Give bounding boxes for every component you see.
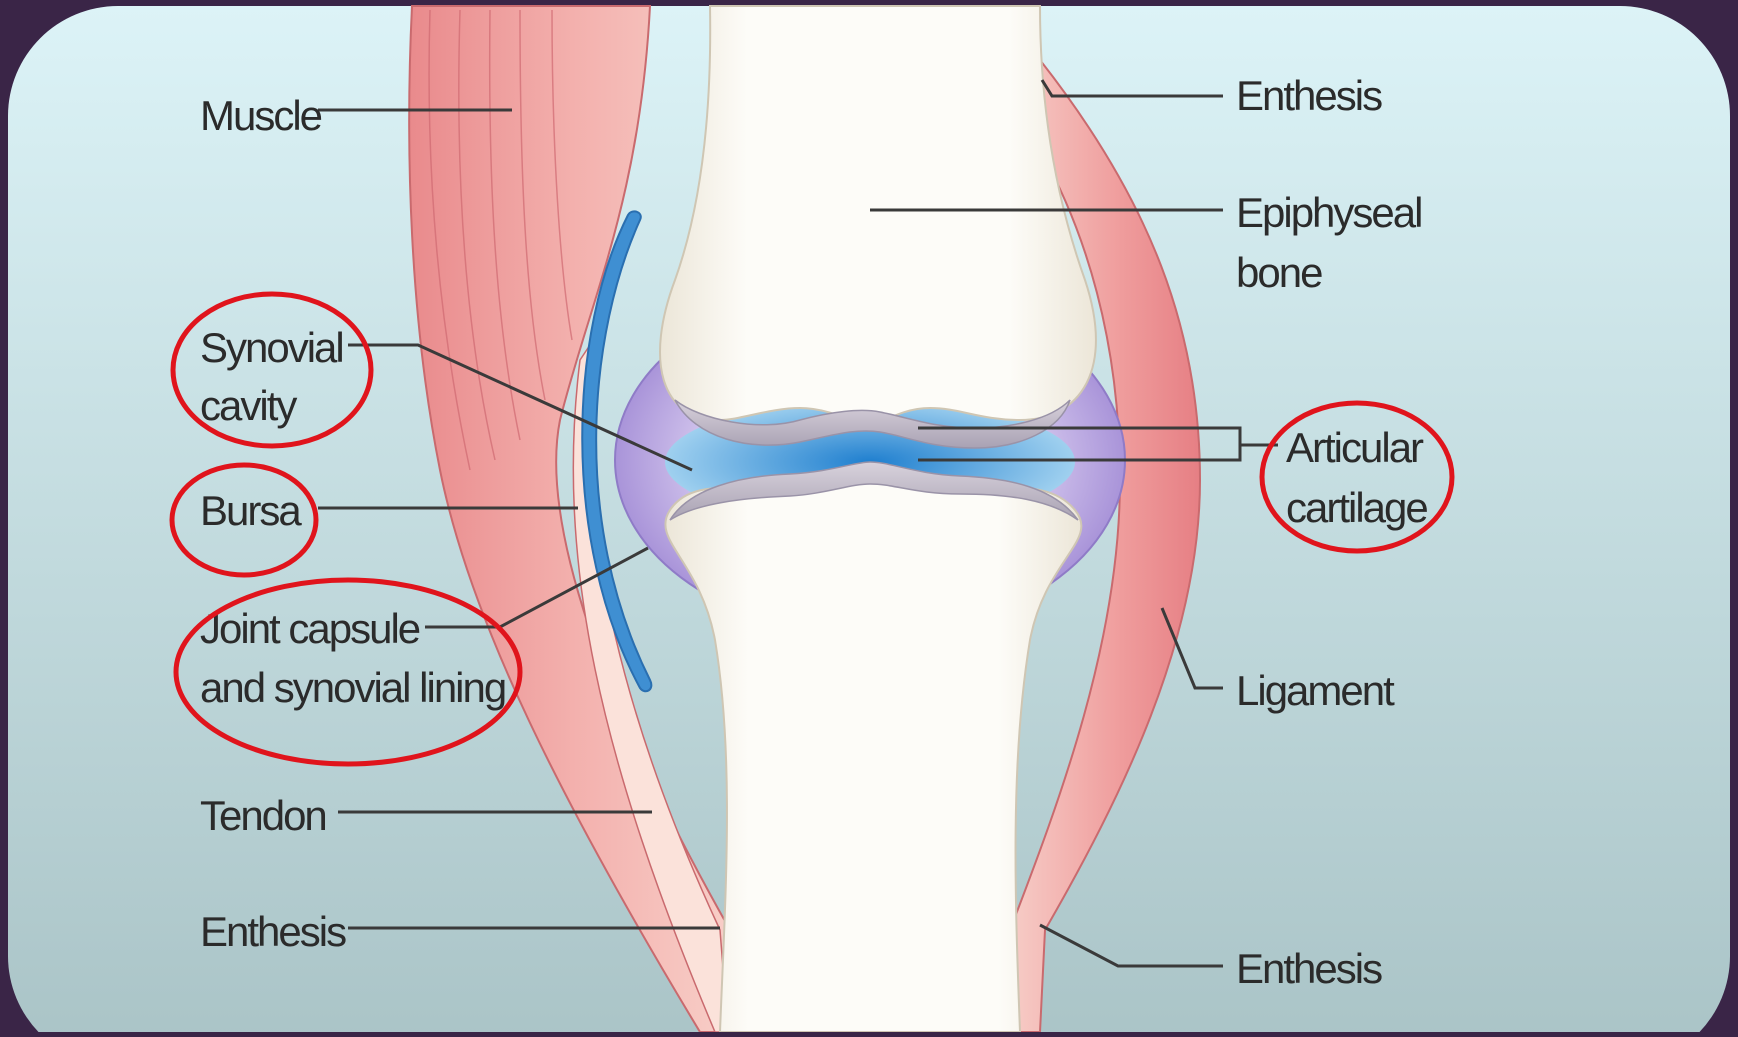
label-enthesis-bottom-left: Enthesis bbox=[200, 908, 346, 955]
upper-bone bbox=[660, 6, 1096, 425]
label-muscle: Muscle bbox=[200, 92, 322, 139]
label-bursa: Bursa bbox=[200, 487, 302, 534]
label-enthesis-top-right: Enthesis bbox=[1236, 72, 1382, 119]
label-articular-line1: Articular bbox=[1286, 424, 1424, 471]
label-enthesis-bottom-right: Enthesis bbox=[1236, 945, 1382, 992]
label-articular-line2: cartilage bbox=[1286, 484, 1427, 531]
label-epiphyseal-line1: Epiphyseal bbox=[1236, 189, 1421, 236]
label-capsule-line2: and synovial lining bbox=[200, 664, 505, 711]
label-synovial-line1: Synovial bbox=[200, 324, 343, 371]
label-tendon: Tendon bbox=[200, 792, 326, 839]
label-synovial-line2: cavity bbox=[200, 382, 297, 429]
label-epiphyseal-line2: bone bbox=[1236, 249, 1322, 296]
label-ligament: Ligament bbox=[1236, 667, 1395, 714]
label-capsule-line1: Joint capsule bbox=[200, 605, 420, 652]
